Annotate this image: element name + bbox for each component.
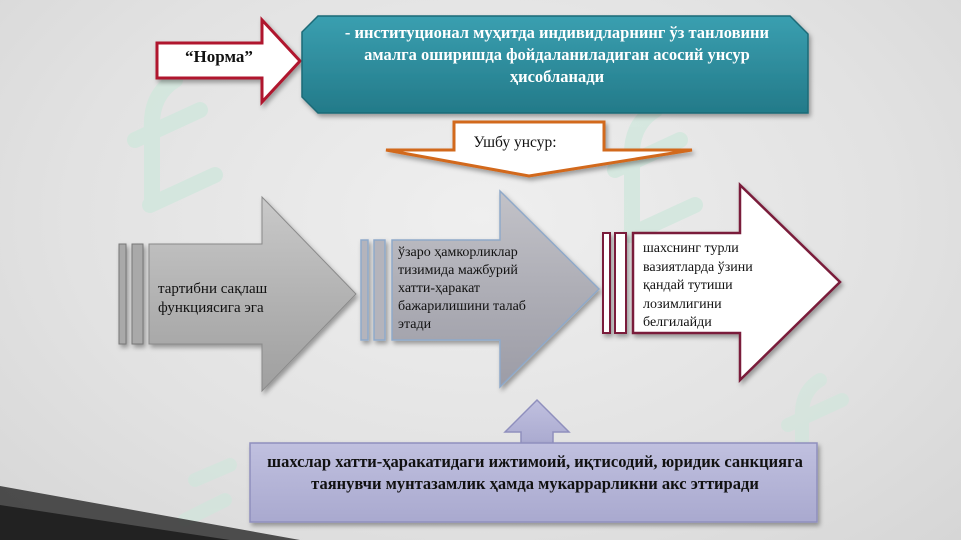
norm-arrow xyxy=(155,16,303,106)
arrow-1-stripe xyxy=(131,243,144,345)
arrow-2-body xyxy=(391,189,601,389)
arrow-3 xyxy=(602,182,842,383)
corner-shadow xyxy=(0,505,230,540)
arrow-2 xyxy=(360,189,601,389)
definition-box xyxy=(301,15,809,114)
arrow-1 xyxy=(118,195,357,393)
up-arrow xyxy=(503,398,571,447)
arrow-1-body xyxy=(148,195,357,393)
arrow-2-text: ўзаро ҳамкорликлар тизимида мажбурий хат… xyxy=(398,245,526,332)
unsur-label: Ушбу унсур: xyxy=(473,134,557,151)
arrow-3-text: шахснинг турли вазиятларда ўзини қандай … xyxy=(643,241,753,330)
arrow-3-body xyxy=(631,182,842,383)
arrow-1-stripe xyxy=(118,243,127,345)
definition-text: - институционал муҳитда индивидларнинг ў… xyxy=(344,23,770,86)
bottom-text: шахслар хатти-ҳаракатидаги ижтимоий, иқт… xyxy=(267,452,803,493)
arrow-3-stripe xyxy=(602,232,611,334)
arrow-1-text: тартибни сақлаш функциясига эга xyxy=(158,281,268,316)
norm-label: “Норма” xyxy=(185,47,253,66)
arrow-2-stripe xyxy=(373,239,386,341)
arrow-3-stripe xyxy=(614,232,627,334)
watermark-logo xyxy=(781,373,849,477)
arrow-2-stripe xyxy=(360,239,369,341)
bottom-box xyxy=(249,442,818,523)
unsur-arrow xyxy=(385,120,693,178)
watermark-logo xyxy=(127,72,223,213)
watermark-logo xyxy=(178,458,237,527)
